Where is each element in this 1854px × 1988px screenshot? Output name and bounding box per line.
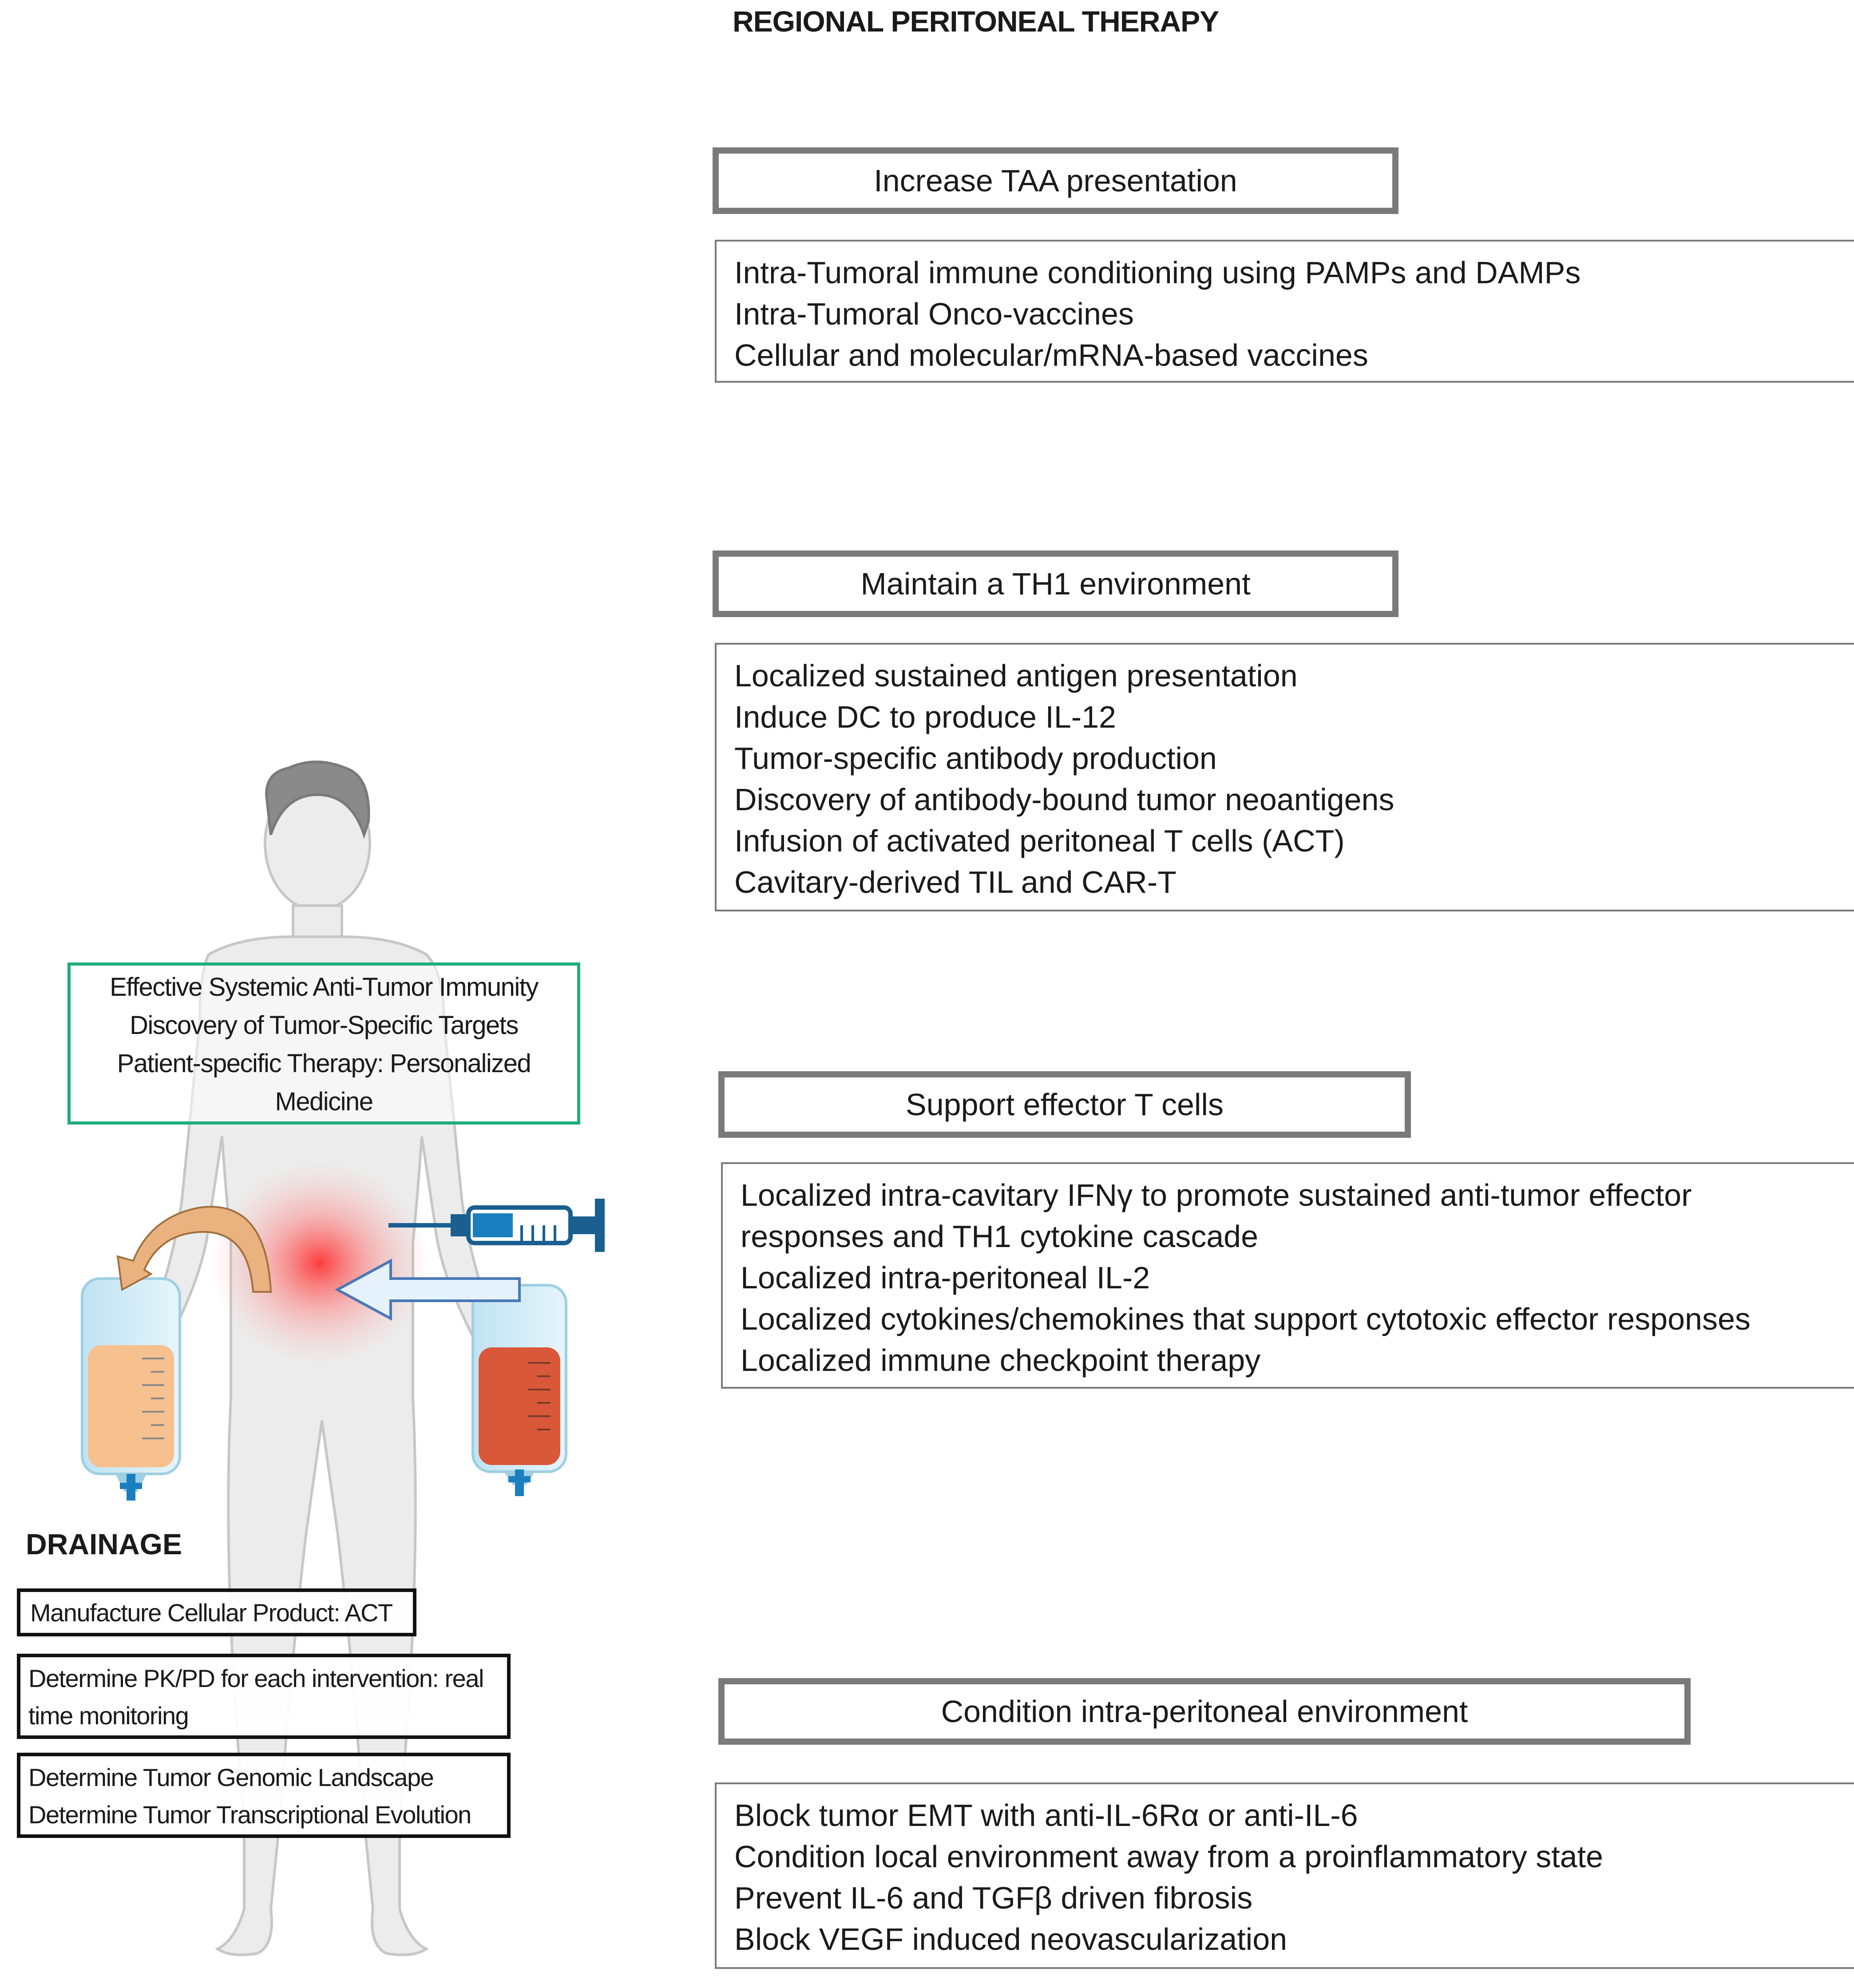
- drainage-line: Determine Tumor Transcriptional Evolutio…: [28, 1801, 471, 1829]
- section-list-environment: Block tumor EMT with anti-IL-6Rα or anti…: [715, 1782, 1854, 1969]
- list-item: Cavitary-derived TIL and CAR-T: [734, 865, 1177, 899]
- list-item: Intra-Tumoral Onco-vaccines: [734, 297, 1134, 331]
- curved-arrow-icon: [116, 1206, 272, 1293]
- drainage-line: Manufacture Cellular Product: ACT: [30, 1599, 393, 1627]
- iv-bag-icon: [471, 1284, 567, 1496]
- drainage-label: DRAINAGE: [26, 1528, 182, 1560]
- page-title: REGIONAL PERITONEAL THERAPY: [733, 5, 1219, 38]
- drainage-bag-icon: [81, 1277, 181, 1501]
- systemic-line: Discovery of Tumor-Specific Targets: [130, 1011, 519, 1040]
- list-item: Tumor-specific antibody production: [734, 741, 1217, 776]
- list-item: Localized intra-peritoneal IL-2: [741, 1260, 1150, 1295]
- section-list-th1: Localized sustained antigen presentation…: [715, 643, 1854, 911]
- list-item: Cellular and molecular/mRNA-based vaccin…: [734, 338, 1368, 372]
- list-item: Localized cytokines/chemokines that supp…: [741, 1302, 1751, 1336]
- section-heading-effector: Support effector T cells: [718, 1071, 1411, 1138]
- list-item: responses and TH1 cytokine cascade: [741, 1219, 1259, 1254]
- list-item: Discovery of antibody-bound tumor neoant…: [734, 782, 1394, 817]
- drainage-line: time monitoring: [28, 1702, 189, 1730]
- systemic-line: Patient-specific Therapy: Personalized: [117, 1049, 531, 1078]
- section-list-effector: Localized intra-cavitary IFNγ to promote…: [721, 1162, 1854, 1389]
- drainage-line: Determine PK/PD for each intervention: r…: [28, 1664, 484, 1692]
- list-item: Block tumor EMT with anti-IL-6Rα or anti…: [734, 1798, 1358, 1833]
- systemic-line: Medicine: [275, 1087, 373, 1116]
- inflammation-glow-icon: [209, 1161, 431, 1365]
- systemic-immunity-box: Effective Systemic Anti-Tumor Immunity D…: [67, 962, 580, 1125]
- section-heading-th1: Maintain a TH1 environment: [713, 550, 1398, 617]
- patient-illustration: [81, 760, 605, 1956]
- list-item: Induce DC to produce IL-12: [734, 700, 1116, 734]
- systemic-line: Effective Systemic Anti-Tumor Immunity: [110, 973, 539, 1002]
- drainage-box-genomic: Determine Tumor Genomic Landscape Determ…: [17, 1753, 511, 1838]
- list-item: Prevent IL-6 and TGFβ driven fibrosis: [734, 1881, 1253, 1915]
- section-heading-taa: Increase TAA presentation: [713, 147, 1398, 214]
- list-item: Localized immune checkpoint therapy: [741, 1343, 1261, 1378]
- drainage-line: Determine Tumor Genomic Landscape: [28, 1763, 434, 1791]
- list-item: Condition local environment away from a …: [734, 1839, 1603, 1874]
- list-item: Localized intra-cavitary IFNγ to promote…: [741, 1178, 1692, 1212]
- list-item: Localized sustained antigen presentation: [734, 658, 1298, 693]
- section-list-taa: Intra-Tumoral immune conditioning using …: [715, 240, 1854, 383]
- syringe-icon: [388, 1199, 605, 1252]
- section-heading-environment: Condition intra-peritoneal environment: [718, 1678, 1691, 1745]
- drainage-box-act: Manufacture Cellular Product: ACT: [17, 1588, 416, 1636]
- list-item: Block VEGF induced neovascularization: [734, 1922, 1288, 1956]
- infusion-arrow-icon: [334, 1258, 521, 1321]
- drainage-box-pkpd: Determine PK/PD for each intervention: r…: [17, 1654, 511, 1739]
- list-item: Infusion of activated peritoneal T cells…: [734, 824, 1345, 858]
- list-item: Intra-Tumoral immune conditioning using …: [734, 255, 1581, 290]
